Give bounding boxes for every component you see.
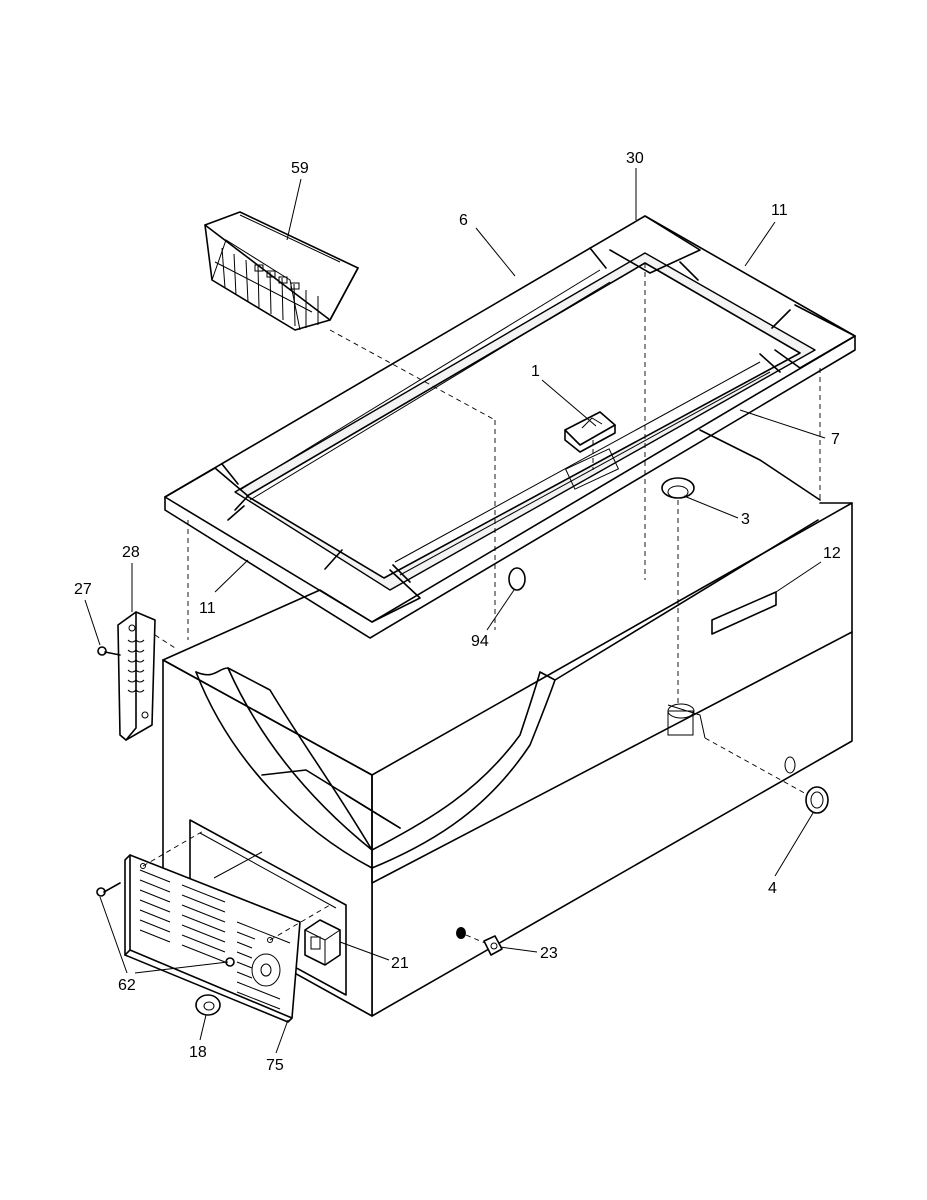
part-27-screw xyxy=(97,646,121,656)
part-1-lamp xyxy=(564,411,616,453)
part-3-drain-plug xyxy=(661,477,695,705)
part-18-plug xyxy=(195,994,221,1016)
callout-1: 1 xyxy=(531,363,540,380)
callout-21: 21 xyxy=(391,955,409,972)
callout-12: 12 xyxy=(823,545,841,562)
part-94-plug xyxy=(508,567,526,591)
part-21-control xyxy=(304,919,341,966)
callout-18: 18 xyxy=(189,1044,207,1061)
callout-4: 4 xyxy=(768,880,777,897)
callout-28: 28 xyxy=(122,544,140,561)
callout-11-top: 11 xyxy=(771,202,788,219)
leader-lines xyxy=(84,168,826,1054)
callout-3: 3 xyxy=(741,511,750,528)
part-59-basket xyxy=(204,211,496,630)
part-75-grille xyxy=(124,829,331,1023)
breaker-frame xyxy=(164,215,856,640)
part-4-drain-cap xyxy=(704,737,829,814)
callout-30: 30 xyxy=(626,150,644,167)
part-28-hinge xyxy=(117,611,176,741)
part-23-drain-tube xyxy=(456,927,503,956)
callout-27: 27 xyxy=(74,581,92,598)
callout-6: 6 xyxy=(459,212,468,229)
callout-23: 23 xyxy=(540,945,558,962)
callout-94: 94 xyxy=(471,633,489,650)
part-12-label xyxy=(711,591,777,635)
callout-11-bottom: 11 xyxy=(199,600,216,617)
callout-59: 59 xyxy=(291,160,309,177)
callout-62: 62 xyxy=(118,977,136,994)
callout-75: 75 xyxy=(266,1057,284,1074)
callout-labels: 59 30 6 11 1 7 3 12 28 27 11 94 4 21 23 … xyxy=(74,150,841,1074)
callout-7: 7 xyxy=(831,431,840,448)
part-62-screws xyxy=(96,882,235,967)
